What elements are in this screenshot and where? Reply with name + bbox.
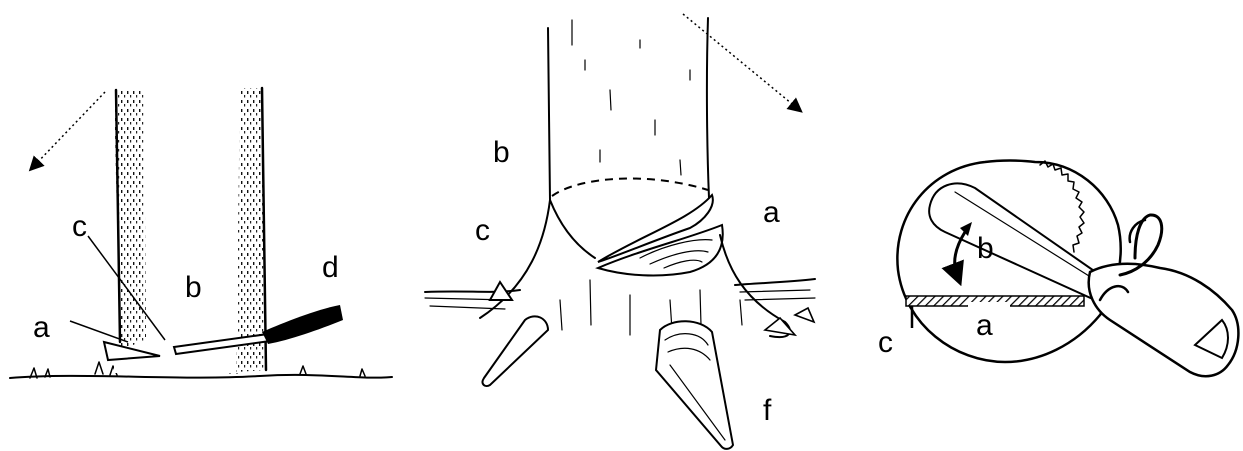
label-a: a [976,309,993,342]
label-a: a [763,196,780,229]
label-c: c [878,326,893,359]
fall-direction-arrow [683,14,797,108]
label-b: b [493,136,510,169]
trunk-edge-left [548,28,550,200]
label-b: b [977,232,994,265]
bark-marks [572,20,690,175]
panel-right: b a c [878,161,1238,377]
panel-middle: b c a f [425,14,815,449]
ground-line [10,375,392,378]
felling-wedge-f [656,321,733,449]
wood-chip-2 [795,308,814,322]
label-c: c [475,214,490,247]
stump-texture [560,280,742,335]
label-c: c [72,210,87,243]
label-f: f [763,394,772,427]
ground-line-middle [425,279,815,292]
trunk-edge-right [707,18,709,198]
label-b: b [185,271,202,304]
panel-left: c b d a [10,88,392,378]
label-d: d [322,251,339,284]
fall-direction-arrow [34,92,105,166]
label-a: a [33,311,50,344]
back-cut-dashed [552,179,708,196]
wedge-left [483,316,548,386]
chainsaw-body [1089,264,1239,376]
ground-hatching [425,290,815,309]
back-cut-front [550,200,595,258]
wood-chip [765,318,795,335]
tool-handle [262,305,343,344]
